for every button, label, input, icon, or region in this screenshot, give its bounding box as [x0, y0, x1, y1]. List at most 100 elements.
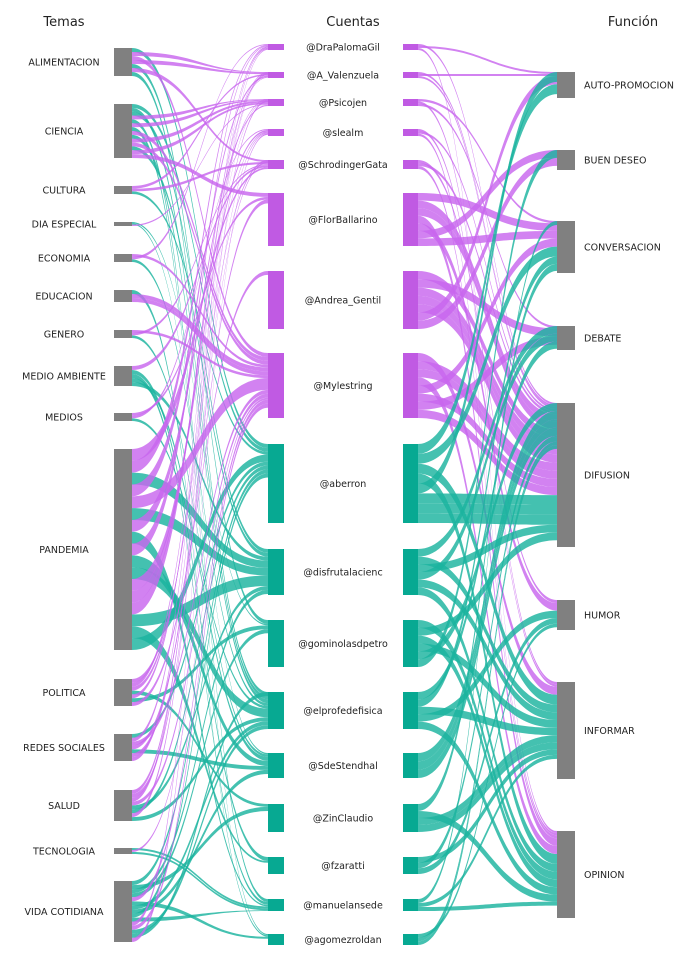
cuenta-label-manuelansede: @manuelansede	[303, 901, 383, 912]
flow-mylestring-to-difusion	[418, 369, 557, 479]
funcion-label-informar: INFORMAR	[584, 726, 635, 737]
tema-node-medio-ambiente	[114, 366, 132, 386]
flow-medios-to-florballarino	[132, 196, 268, 416]
flow-salud-to-elprofedefisica	[132, 717, 268, 821]
cuenta-node-out-a-valenzuela	[403, 72, 418, 78]
tema-label-ciencia: CIENCIA	[45, 127, 84, 138]
flow-vida-cotidiana-to-gominolasdpetro	[132, 629, 268, 898]
cuenta-node-in-manuelansede	[268, 899, 284, 911]
flow-manuelansede-to-conversacion	[418, 221, 557, 903]
flow-medios-to-elprofedefisica	[132, 418, 268, 709]
cuenta-label-zinclaudio: @ZinClaudio	[313, 814, 373, 825]
funcion-label-difusion: DIFUSION	[584, 471, 630, 482]
flow-ciencia-to-psicojen	[132, 100, 268, 143]
funcion-node-buen-deseo	[557, 150, 575, 170]
cuenta-node-in-disfrutalacienc	[268, 549, 284, 595]
flow-alimentacion-to-schrodingergata	[132, 68, 268, 162]
flow-drapalomagil-to-auto-promocion	[418, 46, 557, 74]
tema-node-politica	[114, 679, 132, 706]
cuenta-label-sdestendhal: @SdeStendhal	[308, 761, 378, 772]
cuenta-label-andrea-gentil: @Andrea_Gentil	[305, 296, 381, 307]
flow-psicojen-to-informar	[418, 101, 557, 685]
flow-vida-cotidiana-to-sdestendhal	[132, 769, 268, 914]
flow-mylestring-to-opinion	[418, 377, 557, 855]
cuenta-label-gominolasdpetro: @gominolasdpetro	[298, 639, 388, 650]
flow-agomezroldan-to-difusion	[418, 445, 557, 945]
flow-florballarino-to-conversacion	[418, 230, 557, 246]
flow-elprofedefisica-to-conversacion	[418, 256, 557, 707]
flow-gominolasdpetro-to-informar	[418, 643, 557, 728]
flow-fzaratti-to-informar	[418, 749, 557, 863]
flow-mylestring-to-debate	[418, 336, 557, 410]
flow-redes-sociales-to-mylestring	[132, 389, 268, 746]
tema-node-medios	[114, 413, 132, 421]
flow-pandemia-to-elprofedefisica	[132, 567, 268, 718]
flow-agomezroldan-to-difusion	[418, 441, 557, 942]
funcion-label-humor: HUMOR	[584, 611, 621, 622]
cuenta-node-in-zinclaudio	[268, 804, 284, 832]
tema-node-vida-cotidiana	[114, 881, 132, 942]
flow-cultura-to-a-valenzuela	[132, 74, 268, 189]
flow-elprofedefisica-to-debate	[418, 341, 557, 700]
tema-node-educacion	[114, 290, 132, 302]
funcion-node-difusion	[557, 403, 575, 547]
flow-disfrutalacienc-to-debate	[418, 333, 557, 580]
flow-redes-sociales-to-florballarino	[132, 199, 268, 750]
cuenta-label-psicojen: @Psicojen	[319, 98, 367, 109]
flow-andrea-gentil-to-auto-promocion	[418, 76, 557, 321]
flow-manuelansede-to-opinion	[418, 901, 557, 911]
funcion-node-informar	[557, 682, 575, 779]
flow-pandemia-to-slealm	[132, 130, 268, 591]
cuenta-node-out-schrodingergata	[403, 160, 418, 169]
flow-aberron-to-difusion	[418, 493, 557, 505]
flow-aberron-to-auto-promocion	[418, 72, 557, 494]
flow-agomezroldan-to-humor	[418, 623, 557, 938]
flow-alimentacion-to-a-valenzuela	[132, 60, 268, 75]
flow-pandemia-to-psicojen	[132, 104, 268, 532]
cuenta-label-elprofedefisica: @elprofedefisica	[303, 706, 382, 717]
flow-redes-sociales-to-sdestendhal	[132, 749, 268, 770]
flow-vida-cotidiana-to-aberron	[132, 469, 268, 886]
flow-vida-cotidiana-to-manuelansede	[132, 910, 268, 922]
cuenta-node-out-mylestring	[403, 353, 418, 418]
cuenta-label-schrodingergata: @SchrodingerGata	[298, 160, 388, 171]
flow-pandemia-to-mylestring	[132, 378, 268, 509]
flow-sdestendhal-to-difusion	[418, 419, 557, 770]
flow-ciencia-to-elprofedefisica	[132, 107, 268, 700]
flow-ciencia-to-mylestring	[132, 131, 268, 361]
cuenta-node-in-psicojen	[268, 99, 284, 106]
cuenta-label-slealm: @slealm	[323, 128, 364, 139]
flow-vida-cotidiana-to-aberron	[132, 473, 268, 918]
cuenta-node-out-gominolasdpetro	[403, 620, 418, 667]
flow-gominolasdpetro-to-opinion	[418, 635, 557, 888]
flow-politica-to-schrodingergata	[132, 160, 268, 683]
flow-genero-to-schrodingergata	[132, 164, 268, 336]
flow-politica-to-a-valenzuela	[132, 72, 268, 687]
cuenta-node-in-mylestring	[268, 353, 284, 418]
cuenta-label-drapalomagil: @DraPalomaGil	[306, 43, 380, 54]
cuenta-node-in-agomezroldan	[268, 934, 284, 945]
flow-pandemia-to-drapalomagil	[132, 44, 268, 473]
flow-pandemia-to-disfrutalacienc	[132, 472, 268, 568]
flow-elprofedefisica-to-humor	[418, 610, 557, 722]
tema-label-tecnologia: TECNOLOGIA	[32, 847, 96, 858]
flow-vida-cotidiana-to-elprofedefisica	[132, 692, 268, 938]
tema-node-ciencia	[114, 104, 132, 158]
flow-manuelansede-to-informar	[418, 754, 557, 907]
flow-fzaratti-to-humor	[418, 617, 557, 874]
flow-andrea-gentil-to-difusion	[418, 304, 557, 463]
cuenta-node-out-zinclaudio	[403, 804, 418, 832]
header-funcion: Función	[608, 15, 658, 30]
tema-label-pandemia: PANDEMIA	[39, 545, 89, 556]
flow-cultura-to-schrodingergata	[132, 161, 268, 192]
cuenta-node-out-manuelansede	[403, 899, 418, 911]
flow-mylestring-to-difusion	[418, 361, 557, 471]
cuenta-label-disfrutalacienc: @disfrutalacienc	[303, 568, 382, 579]
flow-medio-ambiente-to-disfrutalacienc	[132, 382, 268, 561]
cuenta-node-in-florballarino	[268, 193, 284, 246]
tema-node-salud	[114, 790, 132, 821]
flow-disfrutalacienc-to-debate	[418, 326, 557, 557]
flow-fzaratti-to-difusion	[418, 435, 557, 869]
flow-tecnologia-to-mylestring	[132, 397, 268, 852]
